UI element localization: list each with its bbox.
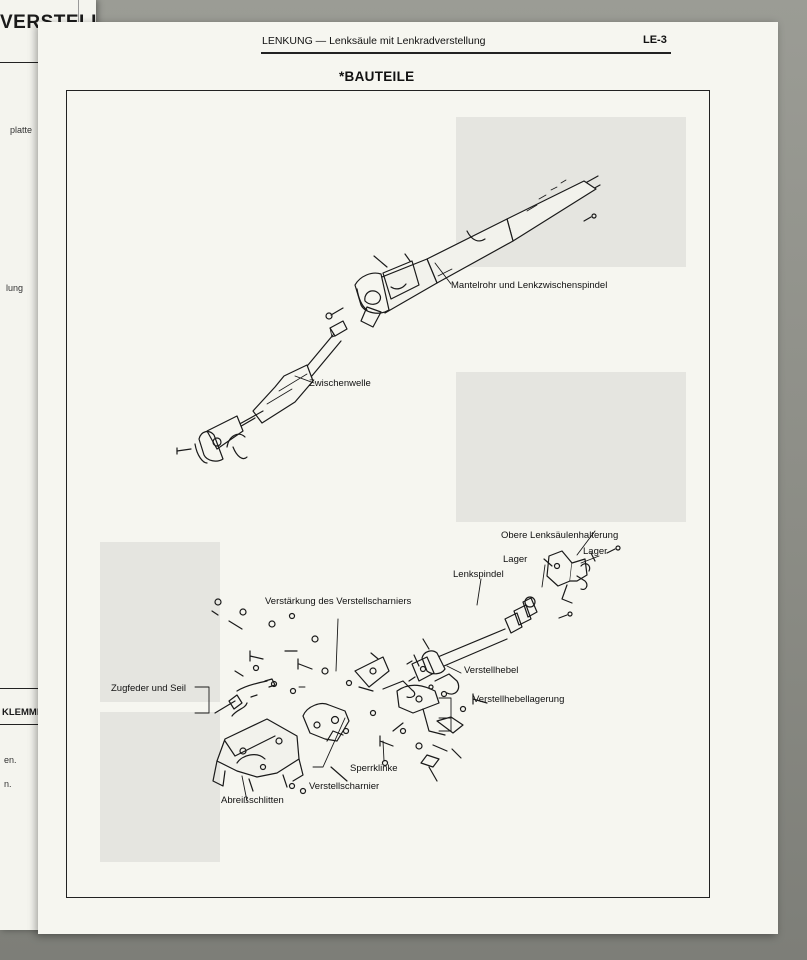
column-tube-assembly: [325, 175, 601, 328]
main-shaft-group: [408, 545, 621, 682]
label-verstellscharnier: Verstellscharnier: [309, 781, 379, 792]
text-fragment: lung: [6, 283, 24, 293]
label-zwischenwelle: Zwischenwelle: [309, 378, 371, 389]
label-lenkspindel: Lenkspindel: [453, 569, 504, 580]
breakaway-bracket: [212, 718, 304, 792]
section-title: *BAUTEILE: [339, 69, 415, 84]
small-hardware: [211, 598, 488, 795]
show-through-image: [100, 712, 220, 862]
show-through-image: [100, 542, 220, 702]
label-zugfeder: Zugfeder und Seil: [111, 683, 186, 694]
label-sperrklinke: Sperrklinke: [350, 763, 398, 774]
exploded-view-figure: Mantelrohr und Lenkzwischenspindel Zwisc…: [66, 90, 710, 898]
text-fragment: en.: [4, 755, 17, 765]
label-verstellhebellagerung: Verstellhebellagerung: [473, 694, 564, 705]
header-rule: [261, 52, 671, 54]
label-lager: Lager: [503, 554, 527, 565]
page-number: LE-3: [643, 34, 667, 46]
text-fragment: n.: [4, 779, 12, 789]
label-verstellhebel: Verstellhebel: [464, 665, 518, 676]
text-fragment: KLEMMEN: [2, 707, 51, 718]
header-title: LENKUNG — Lenksäule mit Lenkradverstellu…: [262, 35, 486, 47]
intermediate-shaft: [176, 320, 348, 464]
text-fragment: platte: [10, 125, 33, 135]
manual-page: LENKUNG — Lenksäule mit Lenkradverstellu…: [38, 22, 778, 934]
label-lager: Lager: [583, 546, 607, 557]
label-obere-lenksaeulenhalterung: Obere Lenksäulenhalterung: [501, 530, 618, 541]
callout-lines: [194, 262, 600, 802]
label-verstaerkung: Verstärkung des Verstellscharniers: [265, 596, 412, 607]
exploded-view-drawing: Mantelrohr und Lenkzwischenspindel Zwisc…: [111, 175, 621, 806]
spring-and-cable: [214, 678, 276, 717]
tilt-hinge-parts: [302, 656, 464, 782]
show-through-image: [456, 372, 686, 522]
label-mantelrohr: Mantelrohr und Lenkzwischenspindel: [451, 280, 607, 291]
label-abreissschlitten: Abreißschlitten: [221, 795, 284, 806]
